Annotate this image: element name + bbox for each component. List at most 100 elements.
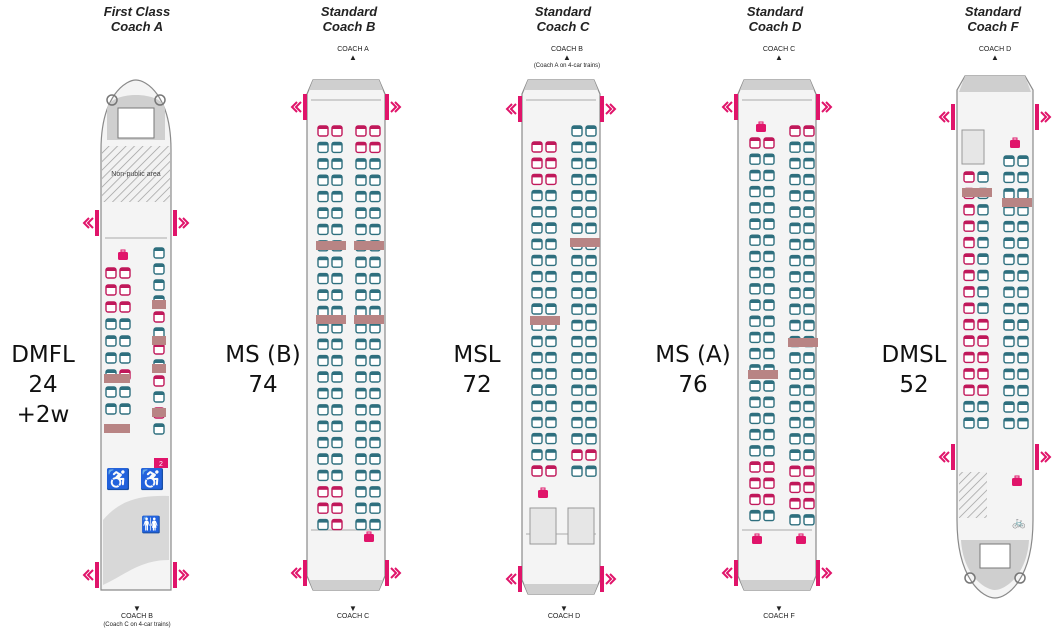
coach-d-seat-back <box>790 126 800 129</box>
coach-d-seat-back <box>790 401 800 405</box>
coach-d-seat-back <box>790 223 800 227</box>
door-bar <box>1035 444 1039 470</box>
coach-b-nav-bottom: ▼ COACH C <box>253 605 453 621</box>
coach-c-seat-back <box>572 320 582 324</box>
coach-d-door-right-top <box>816 94 833 120</box>
up-arrow-icon: ▲ <box>563 53 571 62</box>
coach-d-seat-back <box>804 142 814 146</box>
coach-f-seat-back <box>1018 287 1028 291</box>
cab-console <box>117 107 155 139</box>
door-bar <box>816 94 820 120</box>
coach-c-seat-back <box>532 368 542 372</box>
coach-c-title: Coach C <box>536 19 590 34</box>
coach-d-seat-back <box>790 271 800 275</box>
coach-d-seat-back <box>804 190 814 194</box>
coach-f-title: Coach F <box>967 19 1019 34</box>
coach-d-seat-back <box>750 138 760 141</box>
luggage-body <box>752 536 762 544</box>
coach-f-seat-back <box>1018 172 1028 176</box>
luggage-handle <box>366 531 372 535</box>
door-chevron-icon <box>390 101 402 113</box>
coach-b-seat-back <box>318 437 328 441</box>
coach-c-seat-back <box>586 190 596 194</box>
coach-c-seat-back <box>572 142 582 146</box>
coach-b-seat-back <box>356 355 366 359</box>
coach-f-seat-back <box>1018 402 1028 405</box>
coach-c-seat-back <box>572 158 582 162</box>
coach-f-seat-back <box>964 401 974 405</box>
coach-c-nav-top-label: COACH B <box>551 46 583 53</box>
coach-d-seat-back <box>790 320 800 324</box>
door-bar <box>816 560 820 586</box>
coach-c-seat-back <box>532 433 542 437</box>
coach-c-seat-back <box>532 449 542 453</box>
coach-f-seat-back <box>1004 188 1014 192</box>
coach-d-seat-back <box>804 207 814 210</box>
coach-b-nav-bottom-label: COACH C <box>336 613 370 620</box>
coach-c-seat-back <box>572 126 582 129</box>
coach-a-seat-back <box>106 387 116 390</box>
coach-d-seat-back <box>764 283 774 287</box>
coach-f-seat-back <box>978 319 988 323</box>
bicycle-icon: 🚲 <box>1012 517 1026 529</box>
coach-d-door-left-top <box>721 94 738 120</box>
coach-c-door-right-bottom <box>600 566 617 592</box>
coach-b-seat-back <box>356 339 366 343</box>
coach-a-seat-back <box>120 370 130 373</box>
door-chevron-icon <box>721 101 733 113</box>
coach-d-nav-top: COACH C ▲ <box>679 46 879 62</box>
coach-b-seat-back <box>318 372 328 375</box>
door-bar <box>173 562 177 588</box>
coach-d-title: Coach D <box>748 19 802 34</box>
coach-b-seat-back <box>370 454 380 457</box>
coach-b-seat-back <box>332 372 342 375</box>
door-bar <box>951 104 955 130</box>
coach-d-seat-back <box>750 154 760 158</box>
coach-b-door-right-top <box>385 94 402 120</box>
coach-b-door-left-top <box>290 94 307 120</box>
coach-a-seat-back <box>120 285 130 288</box>
coach-d-seat-back <box>750 413 760 417</box>
cupboard-left <box>529 507 557 545</box>
coach-a-seat-back <box>106 268 116 271</box>
coach-c-table <box>530 316 560 325</box>
coach-c-seat-back <box>532 352 542 356</box>
wheelchair-icon: ♿ <box>140 467 165 491</box>
coach-d-seat-back <box>804 271 814 275</box>
coach-c-seat-back <box>532 158 542 162</box>
coach-f-seat-back <box>964 385 974 389</box>
coach-b-seat-back <box>370 486 380 490</box>
coach-b-seat-back <box>370 437 380 441</box>
coach-c-seat-back <box>586 369 596 372</box>
coach-f-seat-back <box>964 352 974 356</box>
coach-b-seat-back <box>318 273 328 277</box>
coach-f-seat-back <box>1004 352 1014 356</box>
coach-b-seat-back <box>370 339 380 343</box>
coach-end-top <box>524 80 598 90</box>
coach-f-seat-back <box>1004 238 1014 241</box>
coach-d-nav-bottom: ▼ COACH F <box>679 605 879 621</box>
coach-f-seat-back <box>964 221 974 225</box>
coach-d-seat-back <box>790 190 800 194</box>
coach-d-seat-back <box>750 348 760 352</box>
coach-c-seat-back <box>586 158 596 162</box>
coach-d-seat-back <box>804 239 814 243</box>
coach-c-seat-back <box>572 352 582 356</box>
coach-b-seat-back <box>356 208 366 211</box>
coach-f-seat-back <box>978 172 988 175</box>
coach-d-seat-back <box>790 174 800 178</box>
coach-d-seat-back <box>790 385 800 389</box>
coach-d-seat-back <box>790 417 800 421</box>
luggage-icon <box>1010 137 1020 148</box>
coach-d-seat-back <box>750 510 760 514</box>
coach-d-seat-back <box>790 239 800 243</box>
coach-c-nav-top: COACH B ▲ (Coach A on 4-car trains) <box>467 46 667 70</box>
coach-b-title: Coach B <box>322 19 376 34</box>
down-arrow-icon: ▼ <box>775 604 783 613</box>
luggage-icon <box>752 533 762 544</box>
door-bar <box>95 562 99 588</box>
coach-b-seat-back <box>370 322 380 326</box>
coach-f-seat-back <box>964 336 974 339</box>
coach-f-seat-back <box>978 401 988 405</box>
coach-f-seat-back <box>978 303 988 307</box>
